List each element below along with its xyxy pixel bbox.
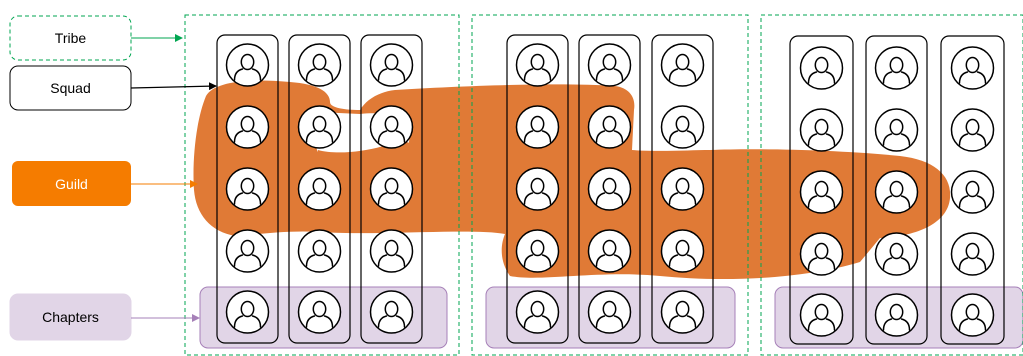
- person-icon: [369, 167, 414, 211]
- person-icon: [799, 232, 844, 276]
- person-icon: [225, 167, 270, 211]
- squad: [865, 35, 928, 345]
- squad: [578, 34, 641, 344]
- person-icon: [297, 105, 342, 149]
- person-icon: [297, 229, 342, 273]
- person-icon: [297, 290, 342, 334]
- person-icon: [369, 229, 414, 273]
- legend-guild-label: Guild: [55, 176, 88, 192]
- person-icon: [515, 105, 560, 149]
- squad: [216, 34, 279, 344]
- legend-tribe-label: Tribe: [55, 30, 87, 46]
- person-icon: [874, 108, 919, 152]
- person-icon: [874, 232, 919, 276]
- legend-guild-box: [12, 161, 131, 206]
- squad-box: [651, 34, 714, 344]
- legend-squad-label: Squad: [50, 80, 90, 96]
- person-icon: [297, 167, 342, 211]
- person-icon: [799, 170, 844, 214]
- person-icon: [660, 229, 705, 273]
- person-icon: [587, 43, 632, 87]
- person-icon: [950, 108, 995, 152]
- person-icon: [515, 290, 560, 334]
- person-icon: [587, 290, 632, 334]
- legend-chapters-box: [9, 293, 132, 341]
- person-icon: [950, 232, 995, 276]
- tribe-containers: [184, 14, 1023, 356]
- person-icon: [660, 167, 705, 211]
- squad-box: [865, 35, 928, 345]
- person-icon: [225, 229, 270, 273]
- person-icon: [515, 167, 560, 211]
- squad: [940, 35, 1005, 345]
- person-icon: [799, 108, 844, 152]
- person-icon: [297, 43, 342, 87]
- legend: Tribe Squad Guild Chapters: [9, 15, 217, 341]
- legend-tribe-box: [9, 15, 132, 61]
- squad: [506, 34, 569, 344]
- person-icon: [950, 170, 995, 214]
- squad-box: [940, 35, 1005, 345]
- squad-box: [288, 34, 351, 344]
- squad-box: [506, 34, 569, 344]
- person-icon: [369, 290, 414, 334]
- squad-box: [216, 34, 279, 344]
- person-icon: [950, 293, 995, 337]
- person-icon: [950, 46, 995, 90]
- person-icon: [369, 105, 414, 149]
- person-icon: [587, 229, 632, 273]
- person-icon: [515, 229, 560, 273]
- squad-box: [360, 34, 423, 344]
- squad: [360, 34, 423, 344]
- squad-box: [789, 35, 854, 345]
- person-icon: [660, 290, 705, 334]
- person-icon: [660, 105, 705, 149]
- person-icon: [660, 43, 705, 87]
- legend-chapters-label: Chapters: [42, 309, 99, 325]
- person-icon: [874, 170, 919, 214]
- squads: [216, 34, 1005, 345]
- person-icon: [874, 293, 919, 337]
- squad-box: [578, 34, 641, 344]
- guild-blob-detail: [318, 139, 520, 231]
- squad-pointer-arrow: [130, 82, 217, 91]
- tribe-box: [184, 14, 460, 356]
- person-icon: [225, 105, 270, 149]
- person-icon: [225, 290, 270, 334]
- squad: [288, 34, 351, 344]
- person-icon: [587, 105, 632, 149]
- person-icon: [225, 43, 270, 87]
- person-icon: [587, 167, 632, 211]
- person-icon: [799, 46, 844, 90]
- squad: [651, 34, 714, 344]
- person-icon: [515, 43, 560, 87]
- person-icon: [799, 293, 844, 337]
- person-icon: [369, 43, 414, 87]
- person-icon: [874, 46, 919, 90]
- squad: [789, 35, 854, 345]
